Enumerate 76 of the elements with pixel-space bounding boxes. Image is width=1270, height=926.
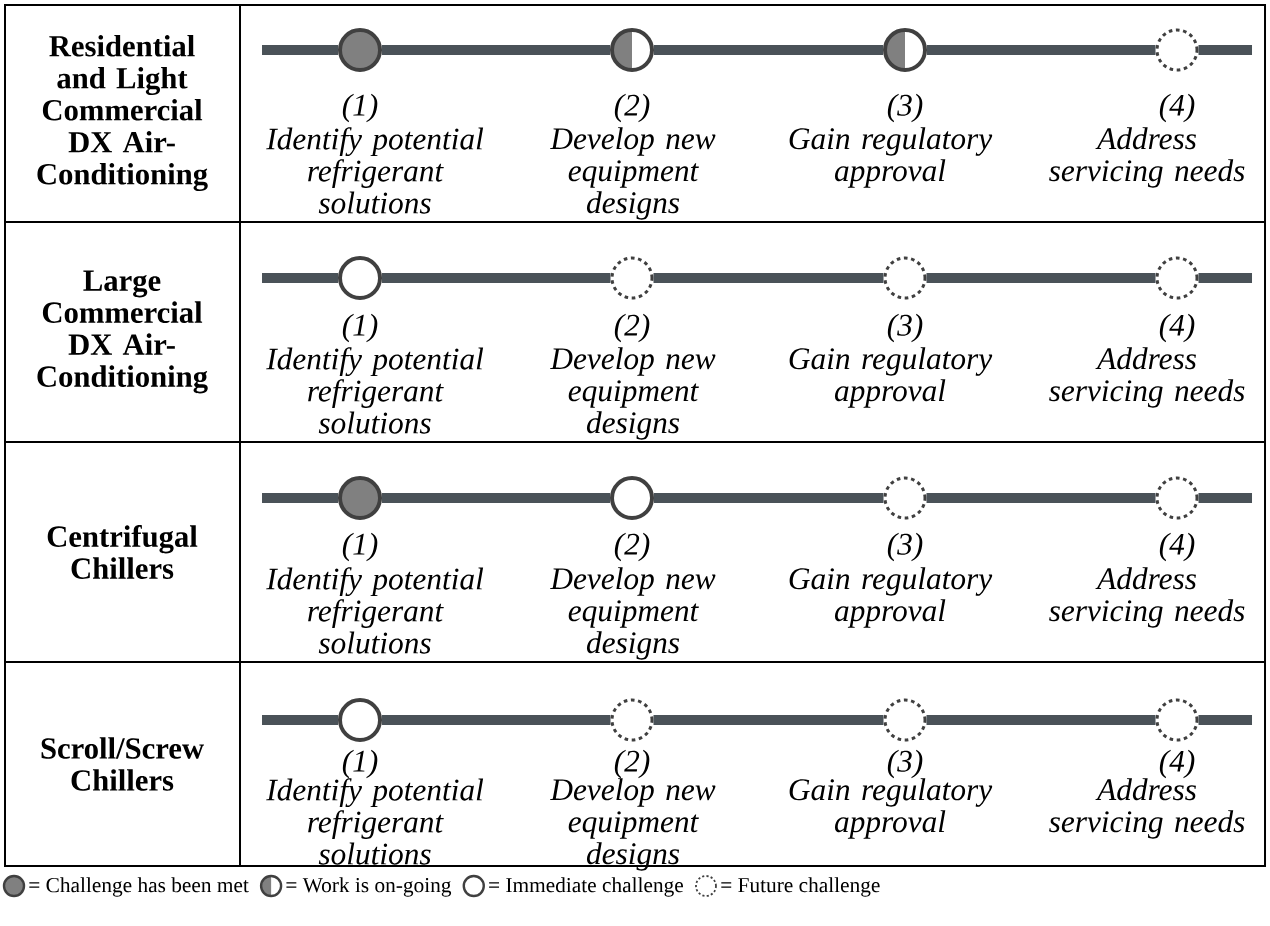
step-label: Address servicing needs [1049,347,1245,408]
status-circle [1155,28,1199,72]
step-number: (3) [887,313,923,343]
timeline-line [262,493,338,503]
status-circle [338,476,382,520]
step-label: Identify potential refrigerant solutions [266,127,484,214]
step-label: Identify potential refrigerant solutions [266,347,484,434]
step-number: (3) [887,93,923,123]
status-circle [610,28,654,72]
step-number: (1) [342,93,378,123]
step-label: Gain regulatory approval [789,127,993,188]
row-header: Scroll/Screw Chillers [41,737,204,791]
step-number: (4) [1159,749,1195,779]
timeline-line [926,715,1156,725]
timeline-line [927,45,1156,55]
row-header: Centrifugal Chillers [47,525,198,579]
step-number: (3) [887,749,923,779]
legend-text: = Challenge has been met [29,877,249,897]
step-number: (2) [614,313,650,343]
timeline-line [654,493,884,503]
legend-text: = Future challenge [721,877,880,897]
step-label: Address servicing needs [1049,567,1245,628]
step-number: (1) [342,313,378,343]
timeline-line [382,45,610,55]
step-number: (4) [1159,313,1195,343]
timeline-line [653,715,884,725]
step-number: (1) [342,749,378,779]
status-circle [883,28,927,72]
timeline-line [654,45,883,55]
timeline-line [653,273,884,283]
status-circle [1155,476,1199,520]
timeline-line [926,493,1156,503]
step-number: (2) [614,532,650,562]
status-circle [1155,256,1199,300]
step-label: Gain regulatory approval [789,347,993,408]
step-label: Develop new equipment designs [550,347,716,440]
timeline-line [1198,493,1252,503]
timeline-line [1198,45,1252,55]
status-circle [610,698,654,742]
step-label: Develop new equipment designs [550,778,716,871]
timeline-line [1198,715,1252,725]
step-label: Identify potential refrigerant solutions [266,567,484,654]
status-circle [610,256,654,300]
step-number: (4) [1159,93,1195,123]
timeline-line [382,273,611,283]
status-circle [883,256,927,300]
step-number: (2) [614,749,650,779]
timeline-line [262,45,338,55]
timeline-line [262,715,338,725]
legend-text: = Immediate challenge [489,877,683,897]
status-circle [1155,698,1199,742]
status-circle [610,476,654,520]
step-label: Identify potential refrigerant solutions [266,778,484,865]
status-circle [338,256,382,300]
step-label: Address servicing needs [1049,778,1245,839]
step-number: (4) [1159,532,1195,562]
status-circle [883,698,927,742]
row-header: Residential and Light Commercial DX Air-Conditioning [37,34,208,192]
timeline-line [262,273,338,283]
timeline-line [382,493,610,503]
timeline-line [1198,273,1252,283]
step-number: (2) [614,93,650,123]
timeline-line [926,273,1156,283]
status-circle [338,698,382,742]
timeline-line [382,715,611,725]
row-header: Large Commercial DX Air-Conditioning [37,270,208,394]
step-number: (3) [887,532,923,562]
status-circle [338,28,382,72]
legend-text: = Work is on-going [286,877,452,897]
step-label: Develop new equipment designs [550,567,716,660]
step-label: Address servicing needs [1049,127,1245,188]
step-label: Gain regulatory approval [789,567,993,628]
status-circle [883,476,927,520]
step-label: Gain regulatory approval [789,778,993,839]
step-number: (1) [342,532,378,562]
step-label: Develop new equipment designs [550,127,716,220]
